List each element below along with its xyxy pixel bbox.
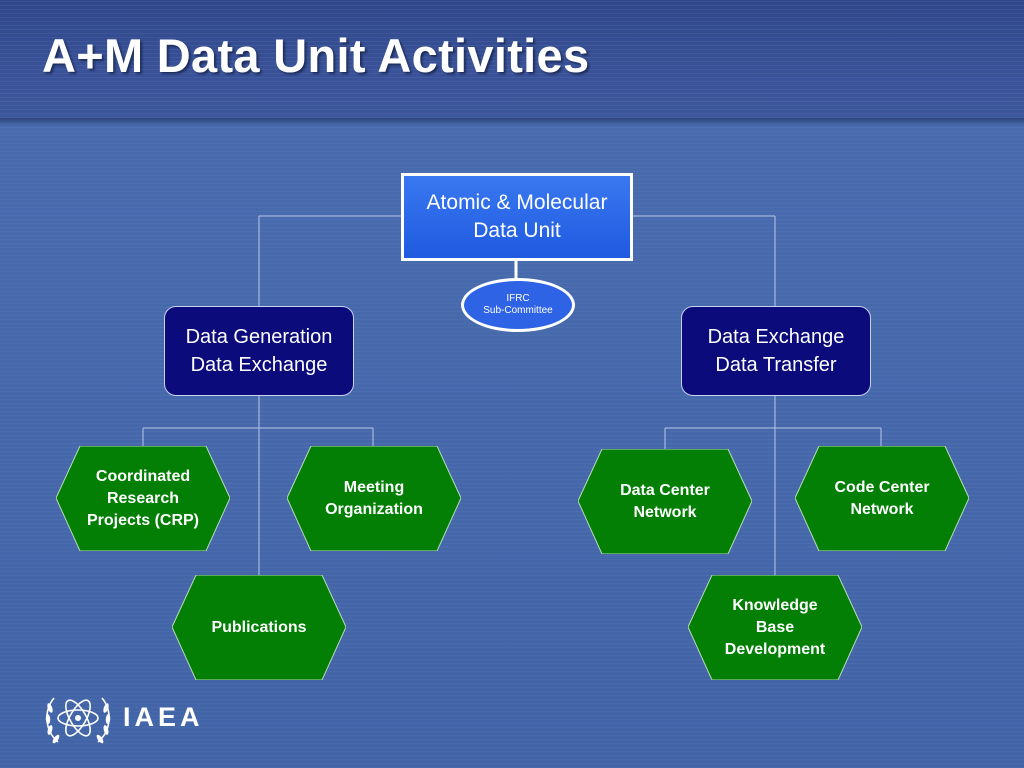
publications-hexagon: Publications [172,575,346,680]
am-data-unit-box: Atomic & Molecular Data Unit [401,173,633,261]
ifrc-subcommittee-ellipse: IFRC Sub-Committee [461,278,575,332]
ifrc-subcommittee-label: IFRC Sub-Committee [483,293,553,316]
data-generation-box: Data Generation Data Exchange [164,306,354,396]
title-band-shadow [0,118,1024,126]
crp-hexagon: Coordinated Research Projects (CRP) [56,446,230,551]
data-center-network-label: Data Center Network [620,481,710,521]
meeting-organization-hexagon: Meeting Organization [287,446,461,551]
iaea-atom-laurel-icon [45,697,111,744]
data-center-network-hexagon: Data Center Network [578,449,752,554]
data-exchange-box: Data Exchange Data Transfer [681,306,871,396]
knowledge-base-hexagon: Knowledge Base Development [688,575,862,680]
knowledge-base-label: Knowledge Base Development [724,596,826,658]
crp-label: Coordinated Research Projects (CRP) [86,467,200,529]
meeting-organization-label: Meeting Organization [325,478,423,518]
code-center-network-hexagon: Code Center Network [795,446,969,551]
code-center-network-label: Code Center Network [834,478,930,518]
publications-label: Publications [211,618,307,636]
data-exchange-label: Data Exchange Data Transfer [707,326,845,376]
iaea-logo-text: IAEA [123,702,204,732]
title-band [0,0,1024,118]
am-data-unit-label: Atomic & Molecular Data Unit [426,191,608,242]
data-generation-label: Data Generation Data Exchange [185,326,333,376]
slide-title: A+M Data Unit Activities [42,29,590,82]
